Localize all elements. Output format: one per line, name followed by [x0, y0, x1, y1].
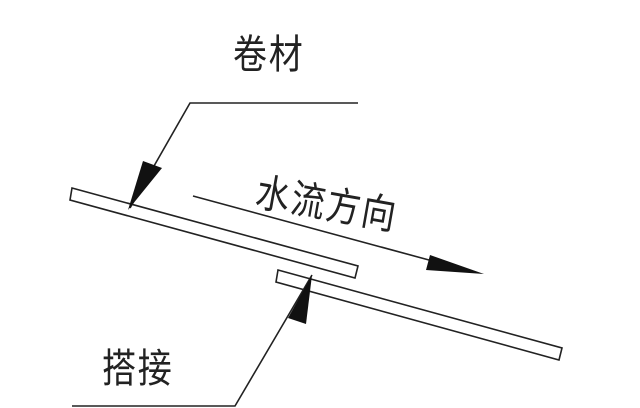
- upper-membrane-sheet: [69, 186, 359, 279]
- membrane-label: 卷材: [233, 32, 305, 78]
- lap-joint-label: 搭接: [102, 346, 174, 392]
- lap-arrowhead-icon: [288, 275, 312, 324]
- flow-arrowhead-icon: [426, 255, 484, 274]
- membrane-arrowhead-icon: [128, 161, 162, 210]
- lower-membrane-sheet: [275, 268, 563, 361]
- flow-direction-line: [192, 195, 441, 264]
- lap-leader-line: [72, 274, 313, 407]
